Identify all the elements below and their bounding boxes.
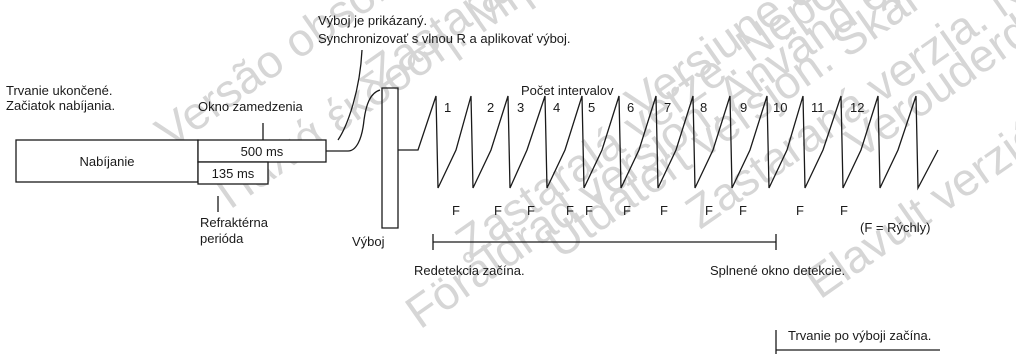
fast-marker: F [796, 203, 804, 218]
interval-number: 5 [588, 100, 595, 115]
fast-marker: F [705, 203, 713, 218]
fast-marker: F [623, 203, 631, 218]
refractory-135ms-box [197, 161, 269, 185]
watermark: Versão obsoleta. Não utilize. Παλιά έκδο… [146, 0, 1016, 338]
pre-shock-baseline [326, 89, 381, 152]
interval-number: 11 [811, 100, 825, 115]
interval-number: 12 [850, 100, 864, 115]
label-detect-window-met: Splnené okno detekcie. [710, 263, 845, 278]
refractory-135ms-label: 135 ms [212, 166, 255, 181]
interval-number: 7 [664, 100, 671, 115]
label-charge-start: Začiatok nabíjania. [6, 98, 115, 113]
interval-number: 2 [487, 100, 494, 115]
fast-marker: F [494, 203, 502, 218]
interval-number: 1 [444, 100, 451, 115]
label-refractory: Refraktérna [200, 215, 269, 230]
label-post-shock-duration: Trvanie po výboji začína. [788, 328, 931, 343]
label-delay-window: Okno zamedzenia [198, 99, 304, 114]
charging-label: Nabíjanie [80, 154, 135, 169]
label-redetect-start: Redetekcia začína. [414, 263, 525, 278]
label-shock-commanded: Výboj je prikázaný. [318, 13, 427, 28]
shock-commanded-callout [337, 49, 363, 141]
fast-marker: F [660, 203, 668, 218]
interval-number: 9 [740, 100, 747, 115]
fast-marker: F [585, 203, 593, 218]
interval-number: 6 [627, 100, 634, 115]
interval-number: 3 [517, 100, 524, 115]
fast-marker: F [840, 203, 848, 218]
label-interval-count: Počet intervalov [521, 83, 614, 98]
label-shock: Výboj [352, 234, 385, 249]
interval-number: 8 [700, 100, 707, 115]
fast-marker: F [739, 203, 747, 218]
fast-marker: F [566, 203, 574, 218]
interval-number: 10 [773, 100, 787, 115]
label-duration-ended: Trvanie ukončené. [6, 83, 112, 98]
fast-legend: (F = Rýchly) [860, 220, 930, 235]
fast-marker: F [527, 203, 535, 218]
label-period: perióda [200, 231, 244, 246]
label-sync-r-wave: Synchronizovať s vlnou R a aplikovať výb… [318, 31, 571, 46]
tachy-waveform [398, 95, 939, 191]
delay-500ms-label: 500 ms [241, 144, 284, 159]
interval-number: 4 [553, 100, 560, 115]
fast-marker: F [452, 203, 460, 218]
charging-box [15, 139, 199, 183]
